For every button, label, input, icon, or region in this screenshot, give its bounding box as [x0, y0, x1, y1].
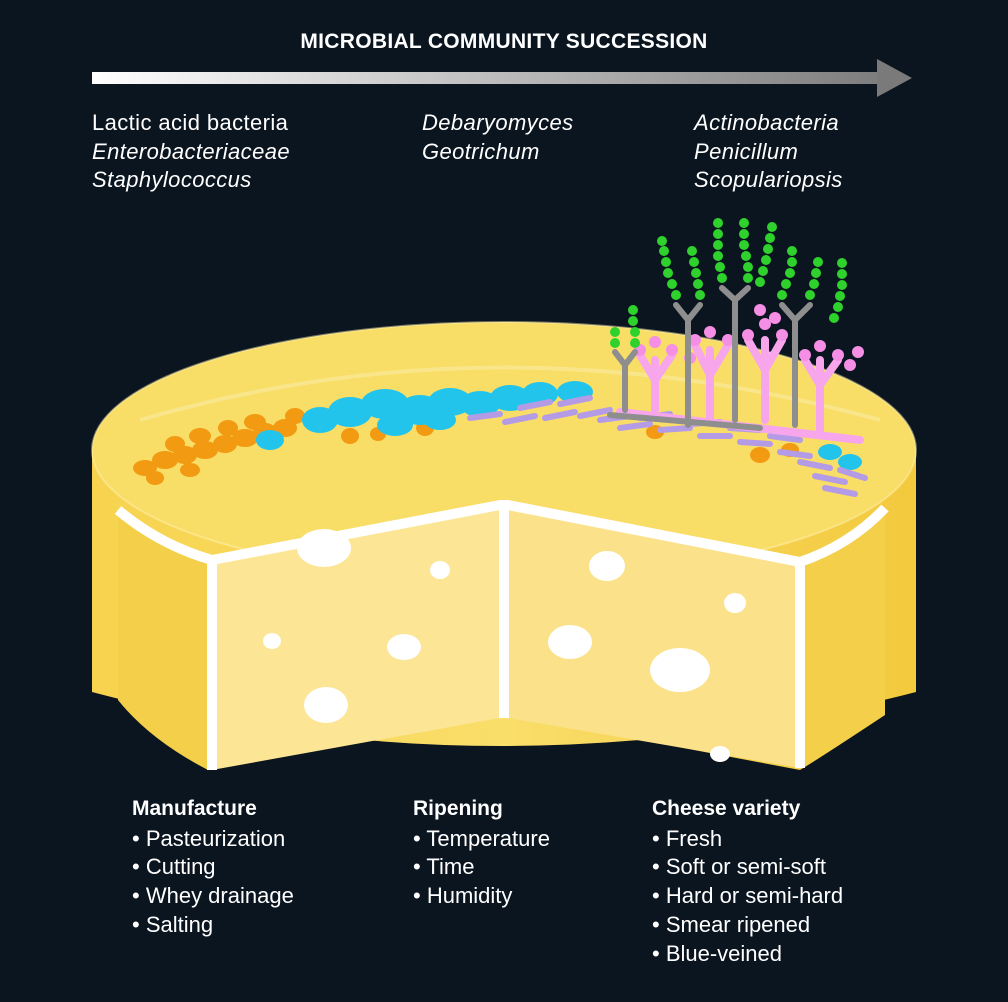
- factor-item: • Smear ripened: [652, 911, 811, 937]
- taxon-label: Staphylococcus: [92, 167, 252, 192]
- taxon-label: Lactic acid bacteria: [92, 110, 289, 135]
- factor-item: • Salting: [132, 911, 214, 937]
- succession-arrow: [92, 59, 912, 97]
- actinobacteria-rods: [467, 395, 868, 497]
- factor-item: • Pasteurization: [132, 825, 286, 851]
- taxon-label: Actinobacteria: [694, 110, 840, 135]
- taxon-label: Debaryomyces: [422, 110, 574, 135]
- diagram-title: MICROBIAL COMMUNITY SUCCESSION: [300, 30, 708, 53]
- taxa-group-middle: Debaryomyces Geotrichum: [422, 109, 574, 166]
- factor-heading: Cheese variety: [652, 797, 801, 820]
- arrow-head: [877, 59, 912, 97]
- cut-face-left: [212, 505, 500, 770]
- factor-item: • Time: [413, 854, 475, 880]
- factor-item: • Soft or semi-soft: [652, 854, 826, 880]
- taxon-label: Enterobacteriaceae: [92, 138, 290, 164]
- factor-item: • Humidity: [413, 883, 513, 909]
- cheese-wheel-illustration: [91, 218, 917, 770]
- taxon-label: Penicillum: [694, 138, 799, 164]
- factor-item: • Blue-veined: [652, 940, 783, 966]
- factor-ripening: Ripening • Temperature • Time • Humidity: [413, 795, 550, 911]
- lactic-acid-bacteria-cluster: [133, 408, 799, 485]
- arrow-shaft: [92, 72, 882, 84]
- taxa-group-early: Lactic acid bacteria Enterobacteriaceae …: [92, 109, 290, 195]
- cheese-holes: [263, 529, 746, 762]
- factor-cheese-variety: Cheese variety • Fresh • Soft or semi-so…: [652, 795, 843, 968]
- taxa-group-late: Actinobacteria Penicillum Scopulariopsis: [694, 109, 843, 195]
- cut-face-right: [508, 505, 800, 768]
- taxon-label: Scopulariopsis: [694, 167, 843, 192]
- factor-item: • Temperature: [413, 825, 550, 851]
- factor-item: • Hard or semi-hard: [652, 883, 844, 909]
- factor-heading: Ripening: [413, 797, 503, 820]
- scopulariopsis-conidiophores: [607, 218, 847, 431]
- factor-heading: Manufacture: [132, 797, 257, 820]
- cheese-cut-section: [114, 500, 889, 770]
- factor-manufacture: Manufacture • Pasteurization • Cutting •…: [132, 795, 294, 940]
- factor-item: • Whey drainage: [132, 883, 294, 909]
- taxon-label: Geotrichum: [422, 138, 540, 164]
- factor-item: • Fresh: [652, 825, 723, 851]
- factor-item: • Cutting: [132, 854, 216, 880]
